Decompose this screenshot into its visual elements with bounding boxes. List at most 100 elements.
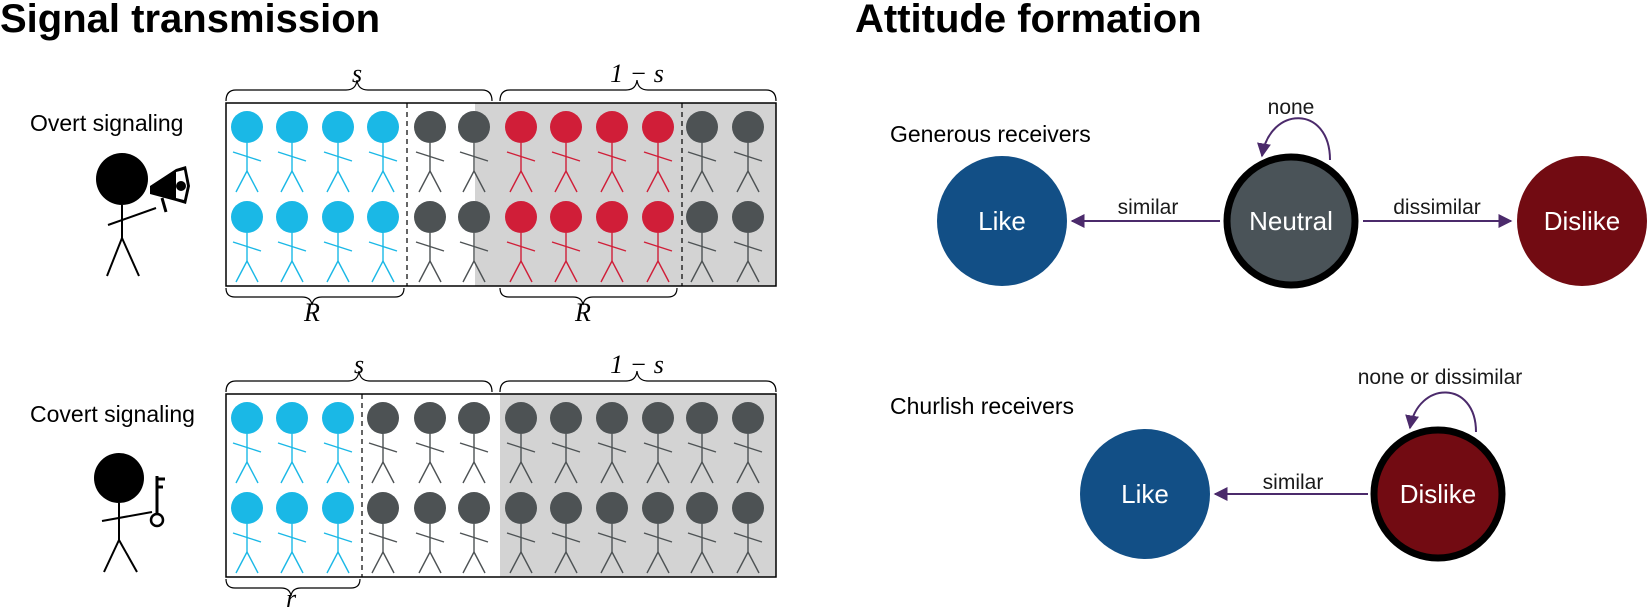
overt-panel-border <box>225 102 777 287</box>
overt-person <box>596 111 628 193</box>
overt-person <box>458 201 490 283</box>
overt-person <box>414 111 446 193</box>
covert-person <box>732 402 764 484</box>
overt-signaler <box>96 153 190 277</box>
covert-person <box>505 492 537 574</box>
overt-person <box>322 201 354 283</box>
overt-brace-r-left-label: R <box>303 298 320 327</box>
overt-braces: s 1 − s R R <box>225 59 777 327</box>
covert-braces: s 1 − s r <box>225 350 777 609</box>
overt-signaling-label: Overt signaling <box>30 110 183 136</box>
overt-person <box>732 111 764 193</box>
covert-signaling-label: Covert signaling <box>30 401 195 427</box>
generous-dissimilar-label: dissimilar <box>1393 196 1481 219</box>
covert-brace-r-label: r <box>286 584 297 609</box>
overt-brace-1ms-label: 1 − s <box>610 59 664 88</box>
overt-person <box>642 111 674 193</box>
churlish-self-loop-label: none or dissimilar <box>1358 366 1523 389</box>
overt-brace-r-right <box>499 287 678 306</box>
overt-person <box>642 201 674 283</box>
overt-person <box>505 201 537 283</box>
generous-dislike-node: Dislike <box>1517 156 1647 286</box>
overt-person <box>686 111 718 193</box>
overt-person <box>231 111 263 193</box>
covert-person <box>550 492 582 574</box>
overt-brace-s <box>225 79 493 102</box>
covert-brace-1ms <box>499 370 777 393</box>
covert-brace-r <box>225 578 361 597</box>
covert-person <box>550 402 582 484</box>
overt-person <box>505 111 537 193</box>
covert-person <box>596 492 628 574</box>
covert-shaded-region <box>500 394 776 577</box>
covert-person <box>642 402 674 484</box>
covert-person <box>458 492 490 574</box>
covert-person <box>276 492 308 574</box>
churlish-dislike-label: Dislike <box>1400 479 1477 509</box>
overt-population-panel <box>225 102 777 287</box>
churlish-dislike-node: Dislike <box>1370 426 1506 562</box>
churlish-similar-label: similar <box>1263 471 1324 494</box>
overt-person <box>550 111 582 193</box>
churlish-self-loop-arrow <box>1405 391 1477 433</box>
churlish-receivers-label: Churlish receivers <box>890 393 1074 419</box>
generous-neutral-node: Neutral <box>1223 153 1359 289</box>
overt-person <box>414 201 446 283</box>
covert-person <box>686 402 718 484</box>
covert-person <box>367 402 399 484</box>
generous-self-loop-arrow <box>1257 117 1331 161</box>
signal-transmission-heading: Signal transmission <box>0 0 380 41</box>
overt-person <box>367 201 399 283</box>
generous-receivers-label: Generous receivers <box>890 121 1091 147</box>
megaphone-icon <box>150 166 190 213</box>
overt-person <box>322 111 354 193</box>
covert-population-panel <box>225 393 777 578</box>
churlish-like-label: Like <box>1121 479 1169 509</box>
covert-person <box>732 492 764 574</box>
overt-person <box>276 111 308 193</box>
covert-person <box>414 402 446 484</box>
covert-person <box>231 402 263 484</box>
generous-like-node: Like <box>937 156 1067 286</box>
overt-person <box>458 111 490 193</box>
generous-self-loop-label: none <box>1268 96 1315 119</box>
overt-person <box>231 201 263 283</box>
covert-person <box>322 402 354 484</box>
overt-people-group <box>231 111 764 283</box>
overt-person <box>686 201 718 283</box>
attitude-formation-heading: Attitude formation <box>855 0 1202 41</box>
churlish-like-node: Like <box>1080 429 1210 559</box>
covert-people-group <box>231 402 764 574</box>
covert-person <box>414 492 446 574</box>
covert-person <box>231 492 263 574</box>
overt-person <box>550 201 582 283</box>
overt-brace-1ms <box>499 79 777 102</box>
covert-person <box>596 402 628 484</box>
generous-like-label: Like <box>978 206 1026 236</box>
covert-brace-s-label: s <box>354 350 364 379</box>
covert-person <box>642 492 674 574</box>
covert-signaler <box>94 453 165 573</box>
generous-dislike-label: Dislike <box>1544 206 1621 236</box>
overt-brace-s-label: s <box>352 59 362 88</box>
covert-person <box>458 402 490 484</box>
overt-brace-r-left <box>225 287 405 306</box>
covert-person <box>367 492 399 574</box>
overt-person <box>732 201 764 283</box>
overt-person <box>276 201 308 283</box>
covert-person <box>276 402 308 484</box>
overt-person <box>367 111 399 193</box>
overt-brace-r-right-label: R <box>574 298 591 327</box>
covert-panel-border <box>225 393 777 578</box>
covert-person <box>322 492 354 574</box>
covert-brace-1ms-label: 1 − s <box>610 350 664 379</box>
covert-brace-s <box>225 370 493 393</box>
key-icon <box>149 476 165 528</box>
overt-person <box>596 201 628 283</box>
generous-neutral-label: Neutral <box>1249 206 1333 236</box>
covert-person <box>686 492 718 574</box>
generous-similar-label: similar <box>1118 196 1179 219</box>
covert-person <box>505 402 537 484</box>
